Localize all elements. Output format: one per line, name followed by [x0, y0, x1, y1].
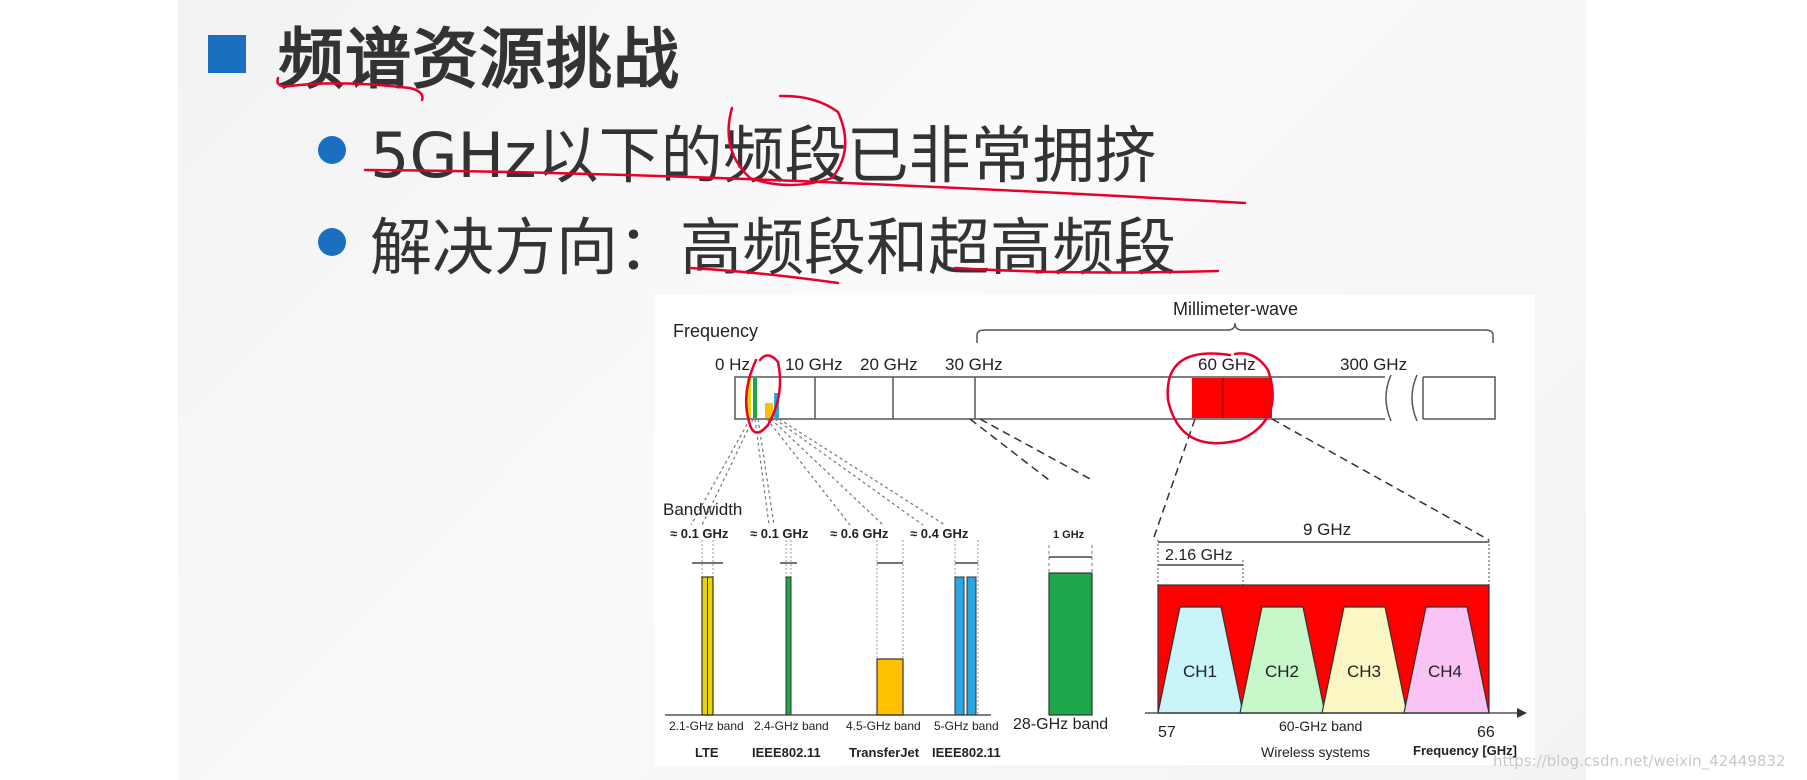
- system-label: LTE: [695, 745, 719, 760]
- bandwidth-value: ≈ 0.6 GHz: [830, 526, 889, 541]
- freq-tick-label: 60 GHz: [1198, 355, 1256, 374]
- zoom-lines-low: [690, 418, 946, 526]
- frequency-bar: [734, 376, 1496, 420]
- band-label: 4.5-GHz band: [846, 719, 921, 733]
- band60-marker: [1192, 378, 1272, 418]
- bw9-label: 9 GHz: [1303, 520, 1351, 539]
- system-label: IEEE802.11: [752, 745, 821, 760]
- mmwave-brace: [976, 322, 1494, 343]
- bullet-item: 5GHz以下的频段已非常拥挤: [318, 110, 1157, 192]
- frequency-axis-label: Frequency [GHz]: [1413, 743, 1517, 758]
- band-label: 5-GHz band: [934, 719, 999, 733]
- channel-label: CH2: [1265, 662, 1299, 681]
- wifi24-marker: [753, 378, 757, 418]
- bandwidth-value: ≈ 0.4 GHz: [910, 526, 969, 541]
- axis-arrowhead-icon: [1517, 708, 1527, 718]
- wireless-label: Wireless systems: [1261, 744, 1370, 760]
- system-label: IEEE802.11: [932, 745, 1001, 760]
- slide-heading: 频谱资源挑战: [208, 14, 680, 98]
- bandwidth-value: ≈ 0.1 GHz: [670, 526, 729, 541]
- bullet-dot-icon: [318, 228, 346, 256]
- bullet-dot-icon: [318, 136, 346, 164]
- freq-tick-label: 300 GHz: [1340, 355, 1407, 374]
- transferjet-marker: [765, 403, 773, 418]
- freq-tick-label: 0 Hz: [715, 355, 750, 374]
- bullet-item: 解决方向：高频段和超高频段: [318, 202, 1176, 284]
- band28-bandwidth: 1 GHz: [1053, 529, 1085, 541]
- channel-label: CH1: [1183, 662, 1217, 681]
- axis-break-gap: [1385, 375, 1423, 421]
- bullet-text: 解决方向：高频段和超高频段: [370, 211, 1177, 284]
- system-label: TransferJet: [849, 745, 920, 760]
- wifi5-marker: [774, 393, 779, 418]
- bandwidth-label: Bandwidth: [663, 500, 742, 519]
- band28-label: 28-GHz band: [1013, 716, 1108, 733]
- freq-tick-label: 10 GHz: [785, 355, 843, 374]
- bw216-label: 2.16 GHz: [1165, 547, 1233, 564]
- bullet-text: 5GHz以下的频段已非常拥挤: [370, 119, 1157, 192]
- millimeter-wave-label: Millimeter-wave: [1173, 299, 1298, 319]
- wifi5-band-bar: [966, 576, 977, 716]
- channel-label: CH3: [1347, 662, 1381, 681]
- freq-tick-label: 20 GHz: [860, 355, 918, 374]
- frequency-label: Frequency: [673, 321, 758, 341]
- spectrum-diagram: Frequency Millimeter-wave 0 Hz 10 GHz 20…: [655, 295, 1535, 765]
- axis-end-label: 66: [1477, 724, 1495, 741]
- band28-bar: [1048, 572, 1093, 716]
- band-label: 2.1-GHz band: [669, 719, 744, 733]
- wifi24-band-bar: [785, 576, 792, 716]
- channel-label: CH4: [1428, 662, 1462, 681]
- freq-tick-label: 30 GHz: [945, 355, 1003, 374]
- heading-text: 频谱资源挑战: [278, 21, 680, 98]
- square-bullet-icon: [208, 35, 246, 73]
- watermark: https://blog.csdn.net/weixin_42449832: [1493, 752, 1786, 770]
- bandwidth-value: ≈ 0.1 GHz: [750, 526, 809, 541]
- axis-break-icon: [1385, 374, 1418, 422]
- band60-label: 60-GHz band: [1279, 718, 1362, 734]
- zoom-lines-high: [969, 418, 1490, 541]
- band-label: 2.4-GHz band: [754, 719, 829, 733]
- lte-marker: [747, 378, 751, 418]
- transferjet-band-bar: [876, 658, 904, 716]
- axis-start-label: 57: [1158, 724, 1176, 741]
- wifi5-band-bar: [954, 576, 965, 716]
